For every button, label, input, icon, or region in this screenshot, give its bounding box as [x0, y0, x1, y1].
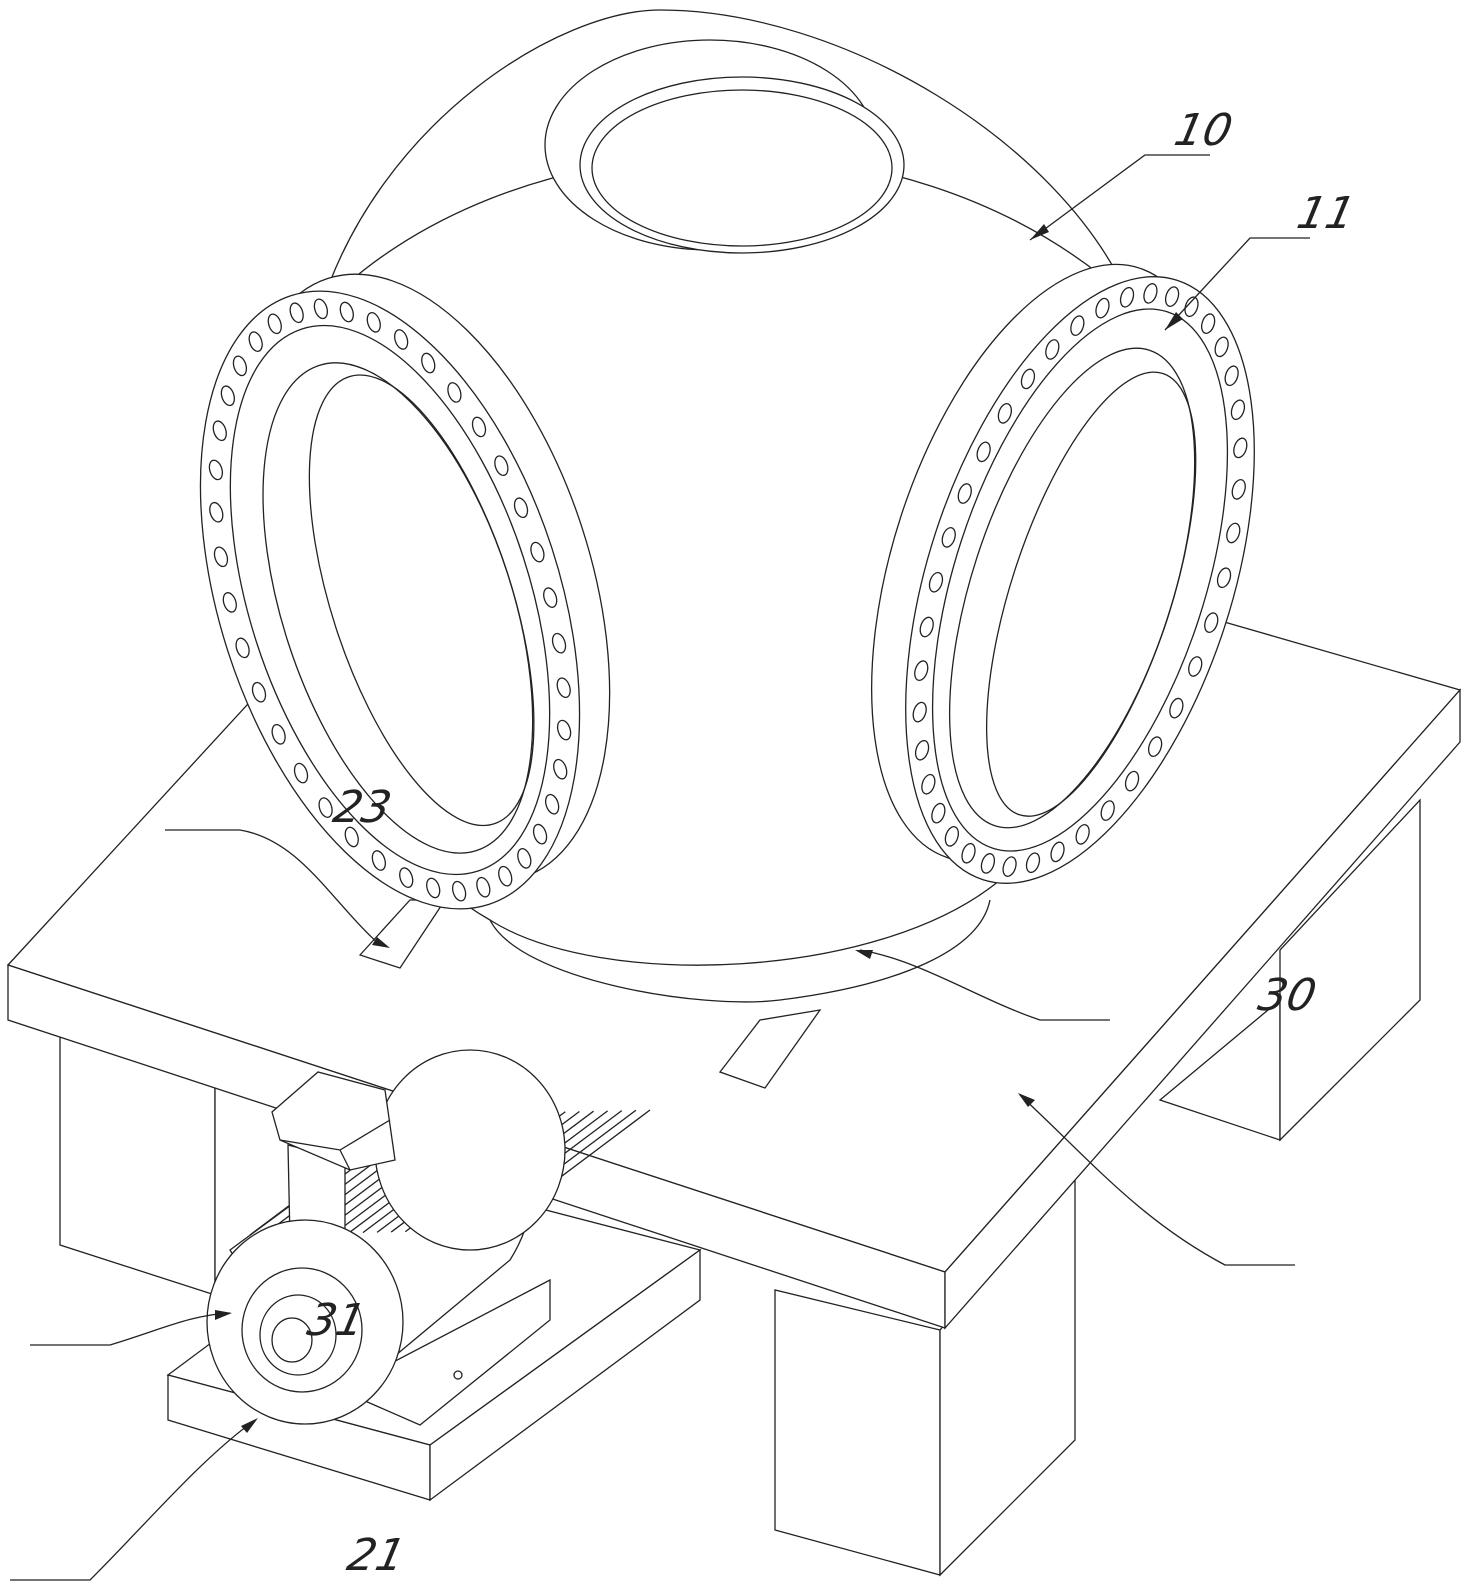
label-30: 30: [1254, 970, 1321, 1020]
label-31: 31: [303, 1295, 370, 1345]
label-11: 11: [1293, 188, 1360, 238]
label-23: 23: [329, 782, 396, 832]
label-21: 21: [343, 1530, 410, 1580]
label-10: 10: [1170, 105, 1237, 155]
